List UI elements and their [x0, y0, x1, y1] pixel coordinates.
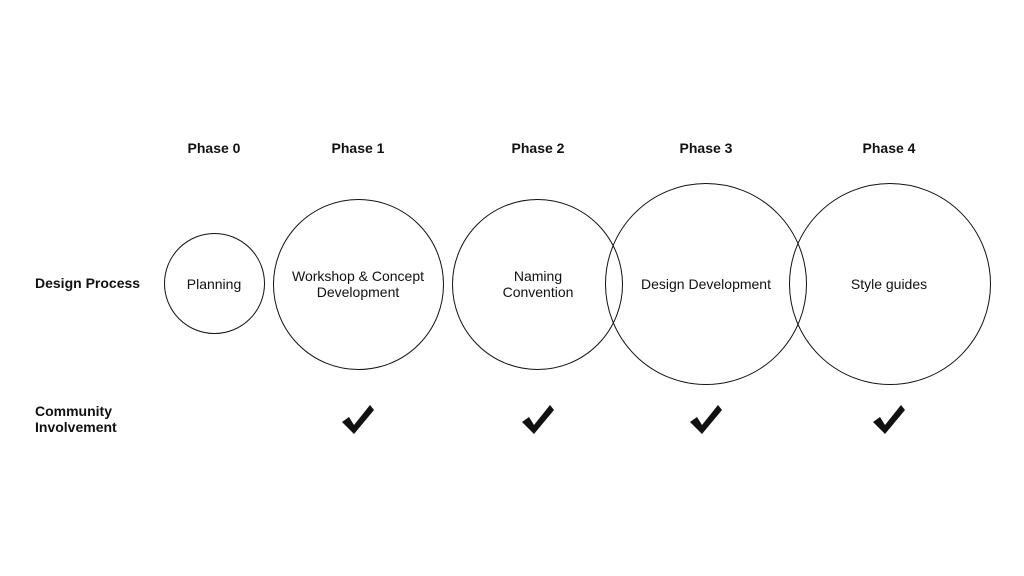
- phase-2-header: Phase 2: [511, 140, 565, 156]
- phase-0-design-process-text: Planning: [186, 276, 242, 292]
- phase-0-header: Phase 0: [187, 140, 241, 156]
- community-involvement-label: Community Involvement: [35, 403, 117, 435]
- phase-4-circle: [789, 183, 991, 385]
- phase-2-design-process-text: Naming Convention: [502, 268, 574, 300]
- phase-1-header: Phase 1: [331, 140, 385, 156]
- phase-1-circle: [273, 199, 444, 370]
- phase-4-checkmark-icon: [873, 405, 905, 434]
- phase-0-circle: [164, 233, 265, 334]
- phase-3-header: Phase 3: [679, 140, 733, 156]
- design-process-label: Design Process: [35, 275, 141, 291]
- phase-1-design-process-text: Workshop & Concept Development: [291, 268, 425, 300]
- phase-2-checkmark-icon: [522, 405, 554, 434]
- phase-1-checkmark-icon: [342, 405, 374, 434]
- phase-3-design-process-text: Design Development: [641, 276, 771, 292]
- phase-4-design-process-text: Style guides: [850, 276, 928, 292]
- phase-3-checkmark-icon: [690, 405, 722, 434]
- phase-4-header: Phase 4: [862, 140, 916, 156]
